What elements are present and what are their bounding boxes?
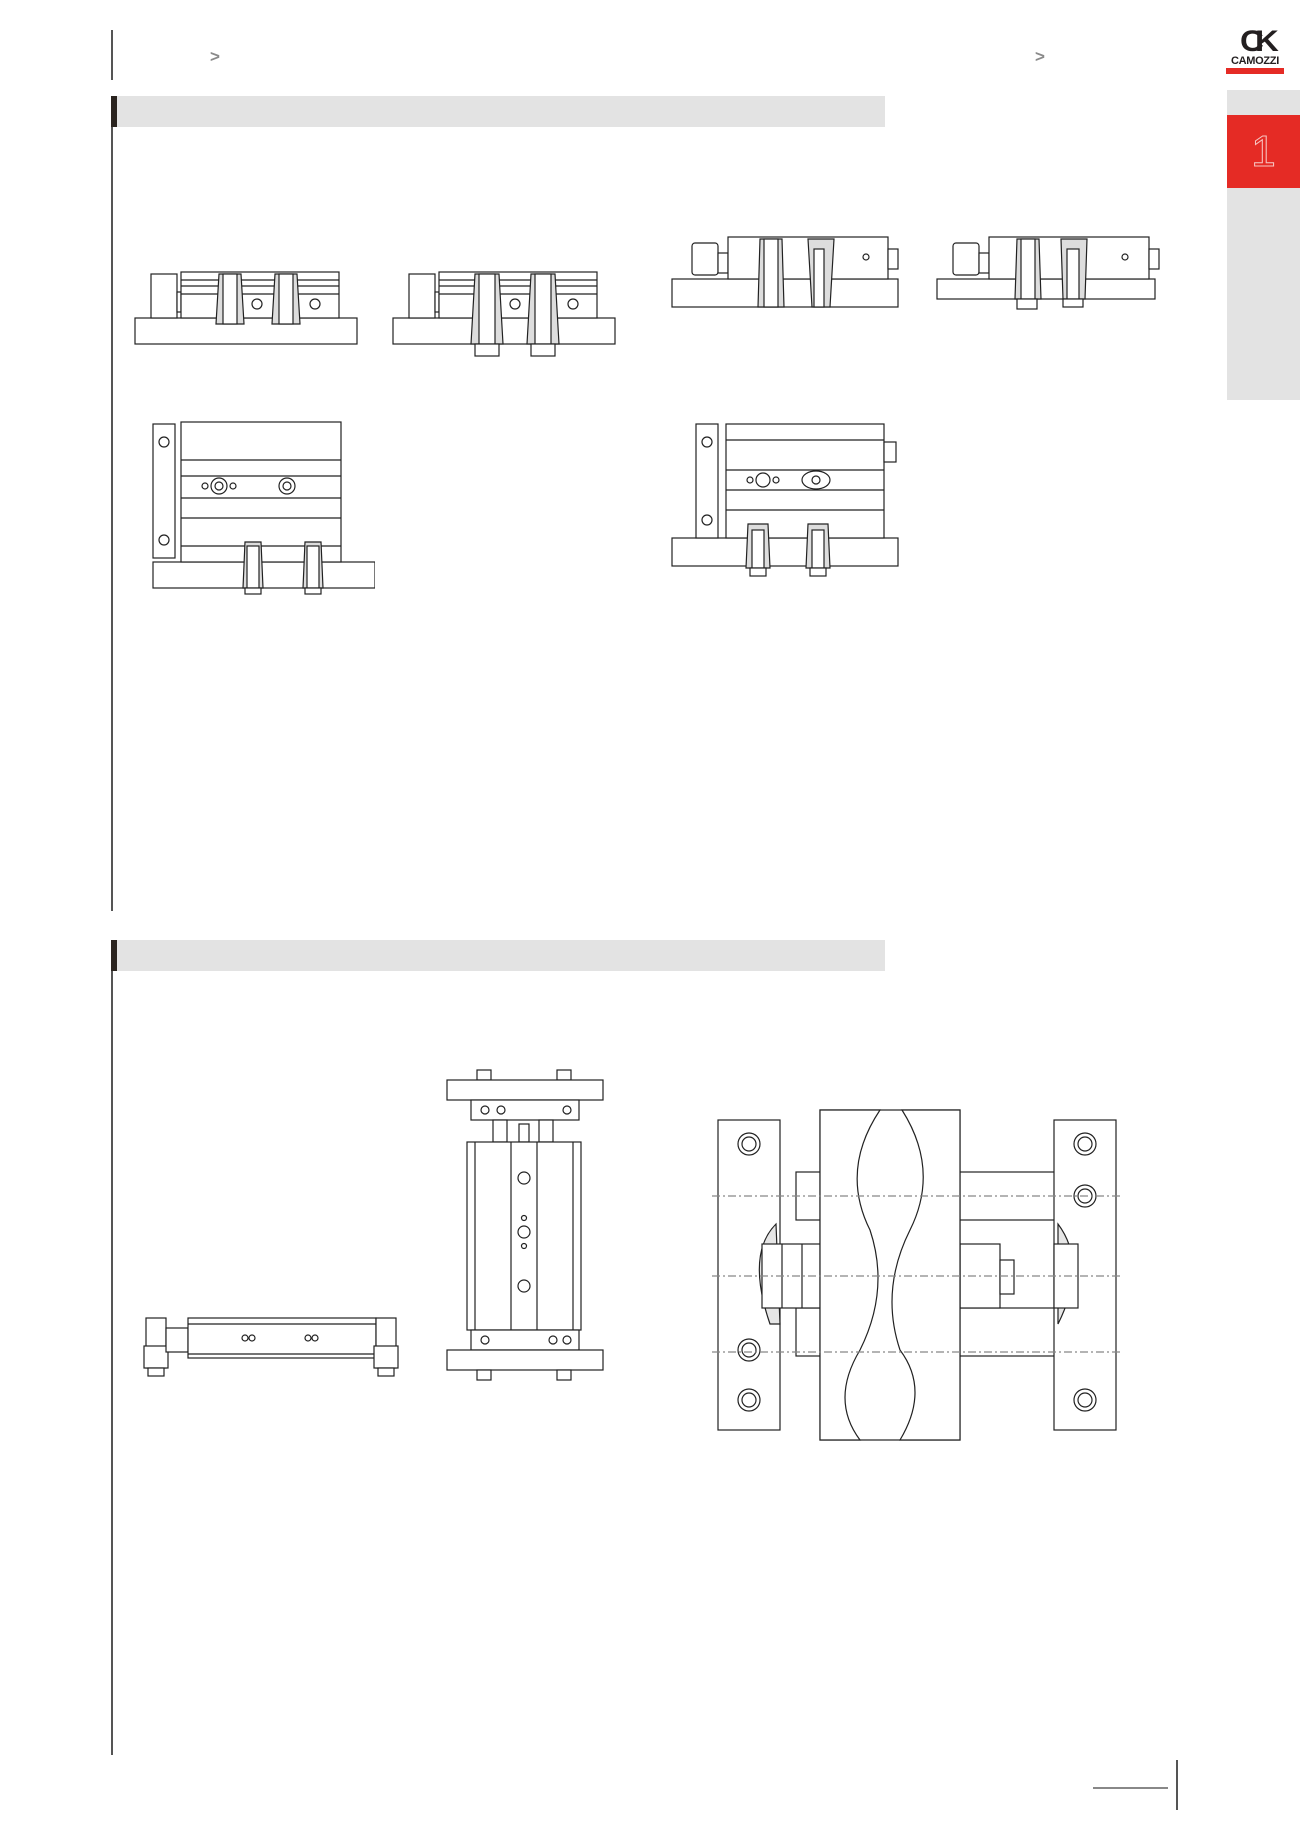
chapter-number: 1 bbox=[1251, 126, 1277, 176]
vertical-assembly-view bbox=[446, 1069, 604, 1381]
mounting-side-view-1 bbox=[134, 271, 358, 345]
left-margin-rule-section-2 bbox=[111, 940, 113, 1755]
section-header-1 bbox=[111, 96, 885, 127]
mounting-side-view-4 bbox=[936, 236, 1160, 310]
footer-rule bbox=[1093, 1787, 1168, 1789]
left-margin-rule-section-1 bbox=[111, 96, 113, 911]
mounting-side-view-2 bbox=[392, 271, 616, 357]
section-header-accent bbox=[111, 940, 117, 971]
mounting-side-view-3 bbox=[671, 236, 899, 308]
camozzi-logo: CK CAMOZZI bbox=[1226, 25, 1284, 74]
footer-page-divider bbox=[1176, 1760, 1178, 1810]
horizontal-assembly-view bbox=[143, 1317, 399, 1377]
breadcrumb-separator-right: > bbox=[1035, 47, 1045, 66]
chapter-tab-active[interactable]: 1 bbox=[1227, 115, 1300, 188]
detail-cutaway-view bbox=[712, 1109, 1122, 1441]
section-header-2 bbox=[111, 940, 885, 971]
logo-mark-icon: CK bbox=[1239, 25, 1279, 58]
section-header-accent bbox=[111, 96, 117, 127]
logo-underline bbox=[1226, 68, 1284, 74]
mounting-front-view-2 bbox=[671, 423, 899, 577]
logo-name: CAMOZZI bbox=[1230, 55, 1279, 67]
left-margin-rule-top bbox=[111, 30, 113, 80]
mounting-front-view-1 bbox=[152, 421, 375, 595]
breadcrumb-separator-left: > bbox=[210, 47, 220, 66]
